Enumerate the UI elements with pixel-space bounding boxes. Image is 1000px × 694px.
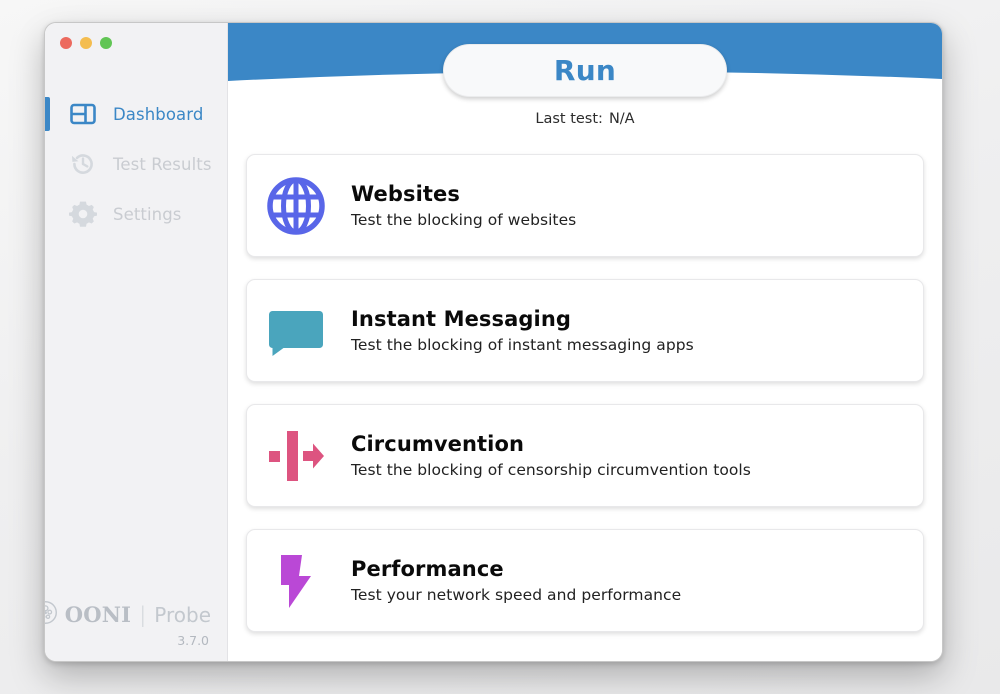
run-button-label: Run xyxy=(553,54,617,87)
test-card-websites[interactable]: Websites Test the blocking of websites xyxy=(246,154,924,257)
sidebar-item-dashboard[interactable]: Dashboard xyxy=(45,89,227,139)
maximize-button[interactable] xyxy=(100,37,112,49)
sidebar-nav: Dashboard Test Results xyxy=(45,89,227,239)
active-indicator-bar xyxy=(45,97,50,131)
last-test-label: Last test: xyxy=(535,111,603,127)
card-description: Test the blocking of censorship circumve… xyxy=(351,461,751,479)
card-title: Circumvention xyxy=(351,432,525,456)
close-button[interactable] xyxy=(60,37,72,49)
last-test-value: N/A xyxy=(608,111,635,127)
run-button[interactable]: Run xyxy=(443,44,727,97)
card-title: Instant Messaging xyxy=(351,307,571,331)
ooni-emblem-icon xyxy=(45,600,58,629)
test-card-performance[interactable]: Performance Test your network speed and … xyxy=(246,529,924,632)
card-description: Test the blocking of instant messaging a… xyxy=(351,336,694,354)
dashboard-icon xyxy=(69,100,97,128)
brand-product: Probe xyxy=(154,602,211,627)
chat-bubble-icon xyxy=(265,300,327,362)
main-content: Run Last test: N/A Websites xyxy=(228,23,942,661)
sidebar-item-label: Dashboard xyxy=(113,104,204,124)
card-description: Test the blocking of websites xyxy=(351,211,577,229)
test-card-list: Websites Test the blocking of websites I… xyxy=(246,154,924,661)
test-card-circumvention[interactable]: Circumvention Test the blocking of censo… xyxy=(246,404,924,507)
sidebar-item-test-results[interactable]: Test Results xyxy=(45,139,227,189)
ooni-probe-window: Dashboard Test Results xyxy=(44,22,943,662)
sidebar-item-settings[interactable]: Settings xyxy=(45,189,227,239)
brand-name: OONI xyxy=(64,602,132,627)
globe-icon xyxy=(265,175,327,237)
last-test-status: Last test: N/A xyxy=(228,111,942,127)
brand-separator: | xyxy=(139,602,147,627)
history-clock-icon xyxy=(69,150,97,178)
minimize-button[interactable] xyxy=(80,37,92,49)
gear-icon xyxy=(68,200,98,228)
card-title: Performance xyxy=(351,557,504,581)
ooni-probe-logo: OONI | Probe xyxy=(45,600,211,629)
card-title: Websites xyxy=(351,182,460,206)
sidebar: Dashboard Test Results xyxy=(45,23,228,661)
test-card-instant-messaging[interactable]: Instant Messaging Test the blocking of i… xyxy=(246,279,924,382)
window-traffic-lights xyxy=(45,23,227,65)
sidebar-item-label: Test Results xyxy=(113,154,212,174)
card-description: Test your network speed and performance xyxy=(351,586,682,604)
lightning-bolt-icon xyxy=(265,550,327,612)
app-version: 3.7.0 xyxy=(177,633,209,648)
sidebar-footer: OONI | Probe 3.7.0 xyxy=(45,600,227,661)
circumvention-arrow-icon xyxy=(265,425,327,487)
sidebar-item-label: Settings xyxy=(113,204,182,224)
